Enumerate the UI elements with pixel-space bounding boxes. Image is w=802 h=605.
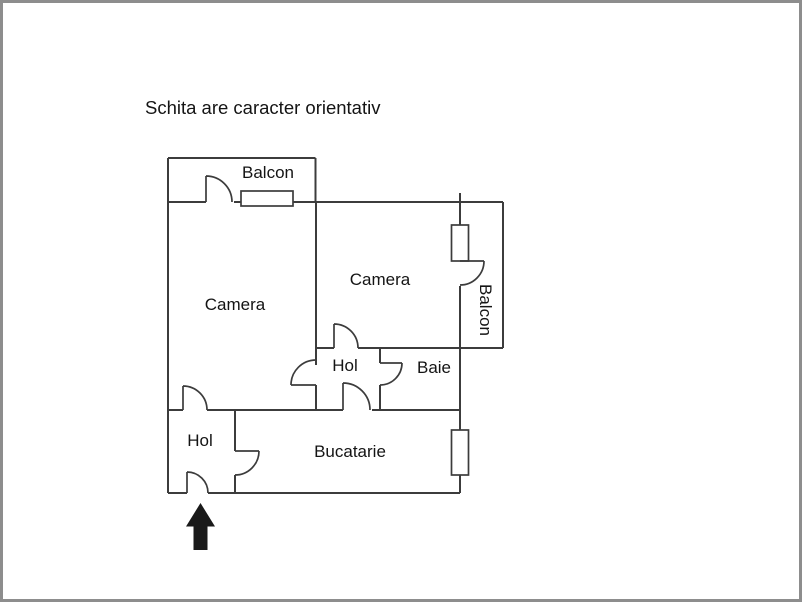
walls <box>167 157 504 494</box>
room-labels: Balcon Camera Camera Hol Baie Balcon Buc… <box>187 163 495 461</box>
room-label-hol-middle: Hol <box>332 356 358 375</box>
entrance-arrow-icon <box>186 503 215 550</box>
room-label-balcon-right: Balcon <box>476 284 495 336</box>
room-label-balcon-top: Balcon <box>242 163 294 182</box>
room-label-baie: Baie <box>417 358 451 377</box>
floorplan-svg: Schita are caracter orientativ Balcon Ca… <box>145 97 504 550</box>
window-balcon-top <box>240 190 294 207</box>
room-label-camera-right: Camera <box>350 270 411 289</box>
window-bucatarie <box>450 429 470 476</box>
window-camera-right <box>450 224 470 262</box>
disclaimer-title: Schita are caracter orientativ <box>145 97 381 118</box>
room-label-hol-bottom: Hol <box>187 431 213 450</box>
door-arcs <box>182 175 485 494</box>
room-label-bucatarie: Bucatarie <box>314 442 386 461</box>
windows <box>240 190 470 476</box>
room-label-camera-left: Camera <box>205 295 266 314</box>
